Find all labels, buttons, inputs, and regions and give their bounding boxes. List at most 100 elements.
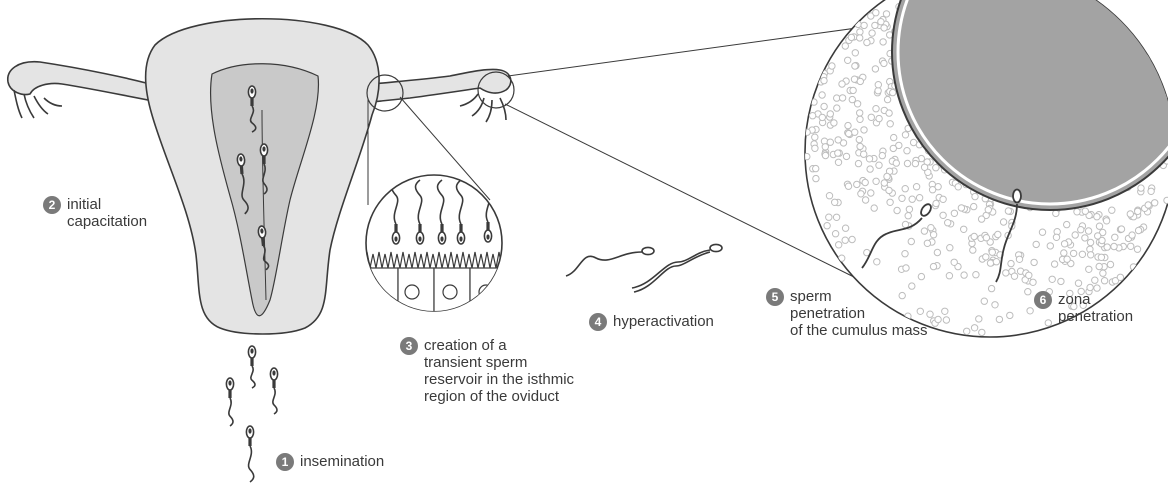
cumulus-cell-icon — [831, 120, 837, 126]
cumulus-cell-icon — [857, 78, 863, 84]
cumulus-cell-icon — [852, 63, 858, 69]
step-cumulus-penetration: 5 sperm penetration of the cumulus mass — [766, 288, 928, 339]
cumulus-cell-icon — [1070, 250, 1076, 256]
cumulus-cell-icon — [987, 260, 993, 266]
cumulus-cell-icon — [854, 101, 860, 107]
cumulus-cell-icon — [928, 225, 934, 231]
cumulus-cell-icon — [857, 29, 863, 35]
epithelial-cell-icon — [398, 268, 434, 324]
cumulus-cell-icon — [955, 184, 961, 190]
cumulus-cell-icon — [821, 77, 827, 83]
cumulus-cell-icon — [910, 139, 916, 145]
cumulus-cell-icon — [916, 195, 922, 201]
cumulus-cell-icon — [822, 152, 828, 158]
cumulus-cell-icon — [868, 114, 874, 120]
cumulus-cell-icon — [1026, 272, 1032, 278]
cumulus-cell-icon — [813, 165, 819, 171]
cumulus-cell-icon — [902, 251, 908, 257]
cumulus-cell-icon — [929, 187, 935, 193]
cumulus-cell-icon — [906, 206, 912, 212]
sperm-icon — [566, 247, 654, 276]
cumulus-cell-icon — [1117, 274, 1123, 280]
step-sperm-reservoir: 3 creation of a transient sperm reservoi… — [400, 337, 574, 405]
cumulus-cell-icon — [1025, 289, 1031, 295]
cumulus-cell-icon — [1135, 227, 1141, 233]
cumulus-cell-icon — [1087, 284, 1093, 290]
cumulus-cell-icon — [846, 130, 852, 136]
cumulus-cell-icon — [1033, 241, 1039, 247]
step-3-badge: 3 — [400, 337, 418, 355]
cumulus-cell-icon — [873, 10, 879, 16]
cumulus-cell-icon — [881, 180, 887, 186]
step-2-badge: 2 — [43, 196, 61, 214]
cumulus-cell-icon — [890, 89, 896, 95]
cumulus-cell-icon — [873, 106, 879, 112]
cumulus-cell-icon — [1031, 259, 1037, 265]
cumulus-cell-icon — [880, 39, 886, 45]
cumulus-cell-icon — [1072, 232, 1078, 238]
cumulus-cell-icon — [989, 249, 995, 255]
cumulus-cell-icon — [992, 302, 998, 308]
cumulus-cell-icon — [849, 236, 855, 242]
cumulus-cell-icon — [836, 242, 842, 248]
cumulus-cell-icon — [842, 237, 848, 243]
cumulus-cell-icon — [812, 134, 818, 140]
step-3-line-3: reservoir in the isthmic — [424, 371, 574, 388]
cumulus-cell-icon — [850, 87, 856, 93]
cumulus-cell-icon — [886, 110, 892, 116]
cumulus-cell-icon — [1064, 256, 1070, 262]
cumulus-cell-icon — [884, 96, 890, 102]
cumulus-cell-icon — [958, 205, 964, 211]
cumulus-cell-icon — [879, 152, 885, 158]
cumulus-cell-icon — [835, 137, 841, 143]
cumulus-cell-icon — [871, 205, 877, 211]
epithelial-cell-icon — [470, 268, 506, 324]
cumulus-cell-icon — [1101, 278, 1107, 284]
step-4-badge: 4 — [589, 313, 607, 331]
cumulus-cell-icon — [866, 156, 872, 162]
cumulus-cell-icon — [876, 115, 882, 121]
cumulus-cell-icon — [887, 121, 893, 127]
cumulus-cell-icon — [902, 221, 908, 227]
cumulus-cell-icon — [1112, 234, 1118, 240]
cumulus-cell-icon — [845, 183, 851, 189]
cumulus-cell-icon — [822, 144, 828, 150]
cumulus-cell-icon — [839, 81, 845, 87]
cumulus-cell-icon — [1096, 263, 1102, 269]
cumulus-cell-icon — [933, 165, 939, 171]
cumulus-cell-icon — [905, 213, 911, 219]
cumulus-cell-icon — [874, 259, 880, 265]
cumulus-cell-icon — [1039, 229, 1045, 235]
cumulus-cell-icon — [927, 311, 933, 317]
cumulus-cell-icon — [964, 328, 970, 334]
cumulus-cell-icon — [909, 196, 915, 202]
step-5-badge: 5 — [766, 288, 784, 306]
cumulus-cell-icon — [842, 225, 848, 231]
cumulus-cell-icon — [1078, 227, 1084, 233]
cumulus-cell-icon — [935, 316, 941, 322]
cumulus-cell-icon — [970, 247, 976, 253]
cumulus-cell-icon — [924, 240, 930, 246]
cumulus-cell-icon — [899, 195, 905, 201]
cumulus-cell-icon — [819, 92, 825, 98]
cumulus-cell-icon — [983, 235, 989, 241]
cumulus-cell-icon — [934, 249, 940, 255]
cumulus-cell-icon — [993, 259, 999, 265]
step-2-line-1: initial — [67, 196, 147, 213]
cumulus-cell-icon — [940, 196, 946, 202]
cumulus-cell-icon — [1079, 251, 1085, 257]
step-5-line-3: of the cumulus mass — [790, 322, 928, 339]
cumulus-cell-icon — [835, 159, 841, 165]
cumulus-cell-icon — [843, 153, 849, 159]
cumulus-cell-icon — [973, 272, 979, 278]
cumulus-cell-icon — [886, 187, 892, 193]
cumulus-cell-icon — [904, 160, 910, 166]
sperm-icon — [248, 346, 255, 388]
cumulus-cell-icon — [1127, 211, 1133, 217]
cumulus-cell-icon — [940, 212, 946, 218]
cumulus-cell-icon — [854, 181, 860, 187]
cumulus-cell-icon — [832, 231, 838, 237]
step-5-line-2: penetration — [790, 305, 928, 322]
cumulus-cell-icon — [1109, 207, 1115, 213]
